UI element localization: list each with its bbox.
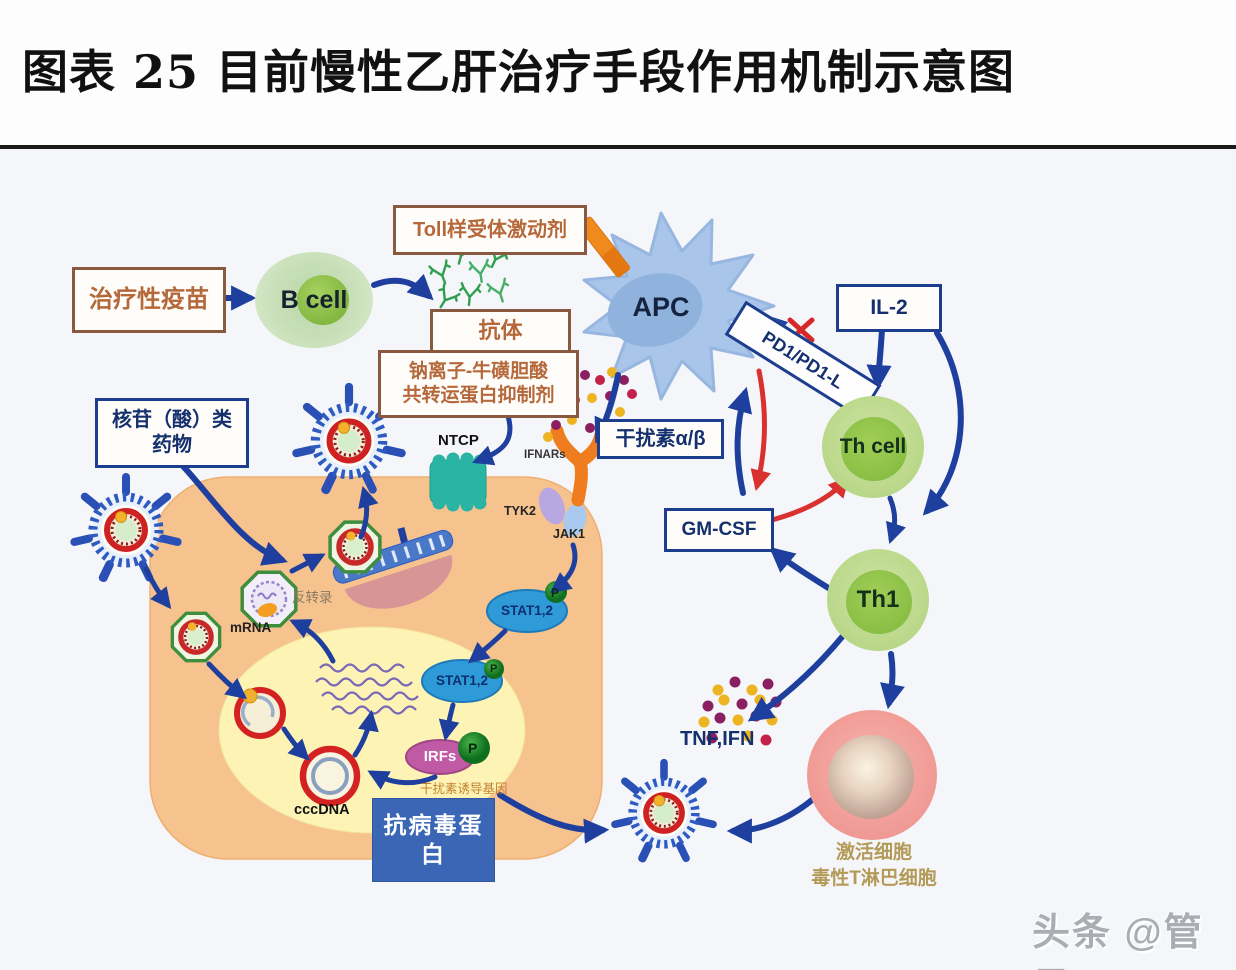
arrow-mrna-to-capsid xyxy=(289,553,326,574)
arrow-nucleoside-into-cell xyxy=(178,461,288,566)
tyk2-kinase xyxy=(538,487,566,525)
arrow-nucleus-to-mrna xyxy=(289,619,336,664)
tnf-ifn-label: TNF,IFN xyxy=(680,728,755,750)
stat12-oval-nucleus xyxy=(421,659,503,703)
stat12-oval-cytoplasm xyxy=(486,589,568,633)
ctl-label: 激活细胞 毒性T淋巴细胞 xyxy=(811,842,937,889)
phospho-circle-2 xyxy=(484,659,504,679)
jak1-kinase xyxy=(563,503,587,537)
arrow-rcdna-to-cccdna xyxy=(281,726,310,761)
mechanism-diagram: 治疗性疫苗 Toll样受体激动剂 抗体 钠离子-牛磺胆酸 共转运蛋白抑制剂 核苷… xyxy=(0,149,1236,970)
phospho-circle-3 xyxy=(458,732,490,764)
ctl-cell-core xyxy=(828,735,914,819)
arrow-capsid-to-virion xyxy=(358,485,379,540)
apc-label: APC xyxy=(632,292,690,322)
ifnars-label: IFNARs xyxy=(524,449,566,461)
mrna-label: mRNA xyxy=(230,620,272,635)
ntcp-label: NTCP xyxy=(438,432,479,449)
irfs-label: IRFs xyxy=(423,748,457,765)
arrow-stat-to-irfs xyxy=(438,702,460,742)
th1-cell-label: Th1 xyxy=(856,586,900,613)
ifn-induced-genes-label: 干扰素诱导基因 xyxy=(420,782,508,796)
b-cell-label: B cell xyxy=(280,285,348,314)
phospho-label-3: P xyxy=(468,740,478,756)
th-cell-core xyxy=(841,417,907,481)
arrow-stat-to-nucleus xyxy=(467,628,508,664)
arrow-gmcsf-to-apc xyxy=(727,386,753,496)
stat12-label-cytoplasm: STAT1,2 xyxy=(500,603,553,618)
antiviral-protein-box: 抗病毒蛋白 xyxy=(372,798,495,882)
b-cell-nucleus xyxy=(297,275,349,325)
arrow-th1-to-ctl xyxy=(880,651,905,710)
arrow-ctl-to-virion xyxy=(726,797,815,844)
arrow-il2-to-thcell xyxy=(866,326,892,391)
il2-box: IL-2 xyxy=(836,284,942,332)
arrow-red-apc-down xyxy=(750,368,772,492)
arrow-il2-curve-to-th1 xyxy=(922,330,964,516)
tyk2-label: TYK2 xyxy=(504,504,536,518)
reverse-transcriptase-label: 反转录 xyxy=(292,590,333,605)
th-cell-label: Th cell xyxy=(839,435,907,458)
therapeutic-vaccine-box: 治疗性疫苗 xyxy=(72,267,226,333)
th-cell: Th cell xyxy=(822,396,924,498)
arrow-capsid-to-nucleus xyxy=(206,661,248,700)
gmcsf-box: GM-CSF xyxy=(664,508,774,552)
apc-cell-shape xyxy=(582,211,776,401)
ntcp-inhibitor-box: 钠离子-牛磺胆酸 共转运蛋白抑制剂 xyxy=(378,350,579,418)
antibody-box: 抗体 xyxy=(430,309,571,353)
cccdna-ring xyxy=(299,745,361,807)
arrow-receptor-to-stat xyxy=(549,542,578,594)
arrow-thcell-to-th1 xyxy=(886,495,906,544)
b-cell: B cell xyxy=(255,252,373,348)
toll-agonist-box: Toll样受体激动剂 xyxy=(393,205,587,255)
rcdna-ring xyxy=(234,687,286,739)
page-title: 图表 25 目前慢性乙肝治疗手段作用机制示意图 xyxy=(22,45,1016,99)
cccdna-label: cccDNA xyxy=(294,802,350,818)
arrow-bcell-to-antibody xyxy=(371,273,434,301)
mrna-octagon xyxy=(240,570,298,628)
ctl-cell xyxy=(807,710,937,840)
phospho-label-2: P xyxy=(490,663,498,675)
arrow-th1-to-tnf xyxy=(747,634,845,722)
arrow-cccdna-transcription xyxy=(352,709,379,758)
nucleoside-drugs-box: 核苷（酸）类 药物 xyxy=(95,398,249,468)
arrow-inhibitor-to-ntcp xyxy=(472,410,513,466)
arrow-virus-entry xyxy=(143,566,172,610)
title-divider xyxy=(0,145,1236,149)
tnf-ifn-dots xyxy=(698,676,782,746)
jak1-label: JAK1 xyxy=(553,527,585,541)
stat12-label-nucleus: STAT1,2 xyxy=(435,673,488,688)
th1-cell-core xyxy=(846,570,912,634)
diagram-canvas xyxy=(0,211,964,970)
phospho-label-1: P xyxy=(551,586,560,600)
th1-cell: Th1 xyxy=(827,549,929,651)
arrow-isg-to-virion xyxy=(497,792,610,844)
interferon-ab-box: 干扰素α/β xyxy=(597,419,724,459)
watermark: 头条 @管是 xyxy=(1032,912,1204,970)
arrow-th1-to-gmcsf xyxy=(769,546,833,592)
arrow-irfs-to-cccdna xyxy=(367,770,438,790)
